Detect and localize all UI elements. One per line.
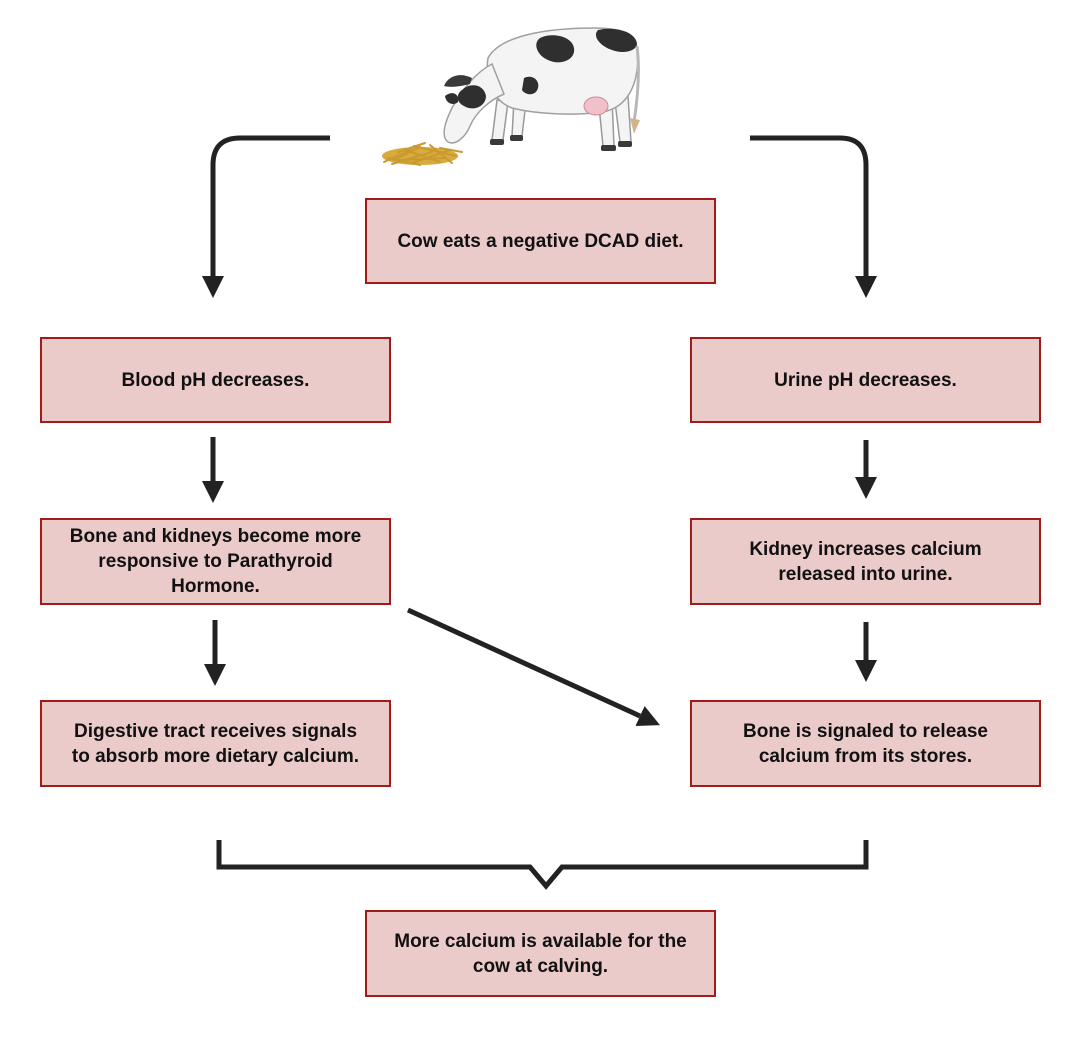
arrow-diet-to-blood-ph — [201, 135, 330, 299]
node-outcome: More calcium is available for the cow at… — [365, 910, 716, 997]
node-urine-ph: Urine pH decreases. — [690, 337, 1041, 423]
cow-eating-hay-icon — [382, 27, 640, 166]
node-bone-release: Bone is signaled to release calcium from… — [690, 700, 1041, 787]
node-kidney-calcium: Kidney increases calcium released into u… — [690, 518, 1041, 605]
node-bone-release-label: Bone is signaled to release calcium from… — [743, 720, 988, 767]
node-bone-kidney: Bone and kidneys become more responsive … — [40, 518, 391, 605]
converging-bracket — [216, 840, 869, 890]
arrow-diet-to-urine-ph — [750, 135, 878, 299]
node-blood-ph-label: Blood pH decreases. — [121, 369, 310, 391]
node-urine-ph-label: Urine pH decreases. — [774, 369, 957, 391]
node-diet: Cow eats a negative DCAD diet. — [365, 198, 716, 284]
node-kidney-calcium-label: Kidney increases calcium released into u… — [749, 538, 982, 585]
arrow-bone-kidney-to-bone-release — [406, 607, 661, 727]
node-outcome-label: More calcium is available for the cow at… — [394, 930, 687, 977]
node-diet-label: Cow eats a negative DCAD diet. — [397, 230, 684, 252]
node-bone-kidney-label: Bone and kidneys become more responsive … — [69, 526, 362, 597]
node-digestive: Digestive tract receives signals to abso… — [40, 700, 391, 787]
node-blood-ph: Blood pH decreases. — [40, 337, 391, 423]
node-digestive-label: Digestive tract receives signals to abso… — [71, 720, 360, 767]
